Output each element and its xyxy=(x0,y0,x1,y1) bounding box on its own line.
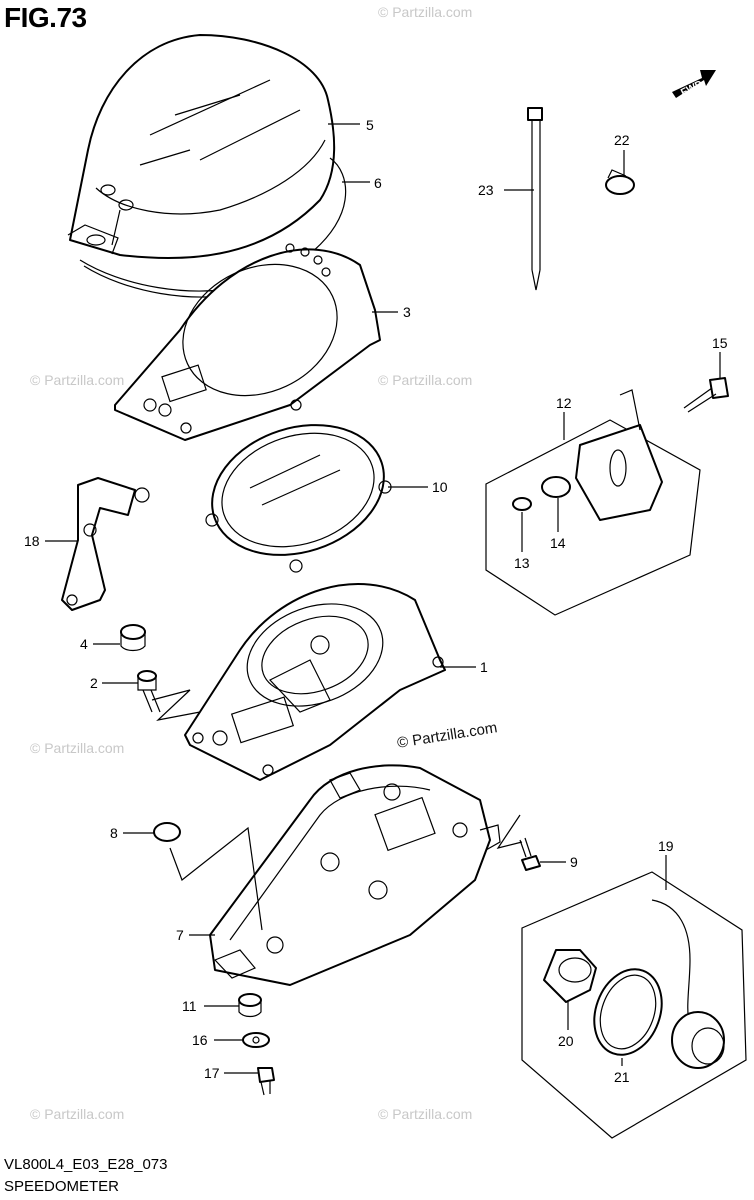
part-12-group-box xyxy=(485,389,701,616)
callout-18: 18 xyxy=(24,533,40,549)
callout-20: 20 xyxy=(558,1033,574,1049)
callout-17: 17 xyxy=(204,1065,220,1081)
drawing-title: SPEEDOMETER xyxy=(4,1178,120,1195)
part-16-washer xyxy=(242,1032,270,1048)
callout-5: 5 xyxy=(366,117,374,133)
part-22-clamp xyxy=(605,169,635,195)
callout-22: 22 xyxy=(614,132,630,148)
part-1-speedometer-assembly xyxy=(184,583,446,781)
part-7-meter-case-lower xyxy=(209,764,501,986)
callout-9: 9 xyxy=(570,854,578,870)
part-8-plug xyxy=(153,822,181,842)
callout-3: 3 xyxy=(403,304,411,320)
watermark: © Partzilla.com xyxy=(30,1106,125,1122)
figure-title: FIG.73 xyxy=(4,2,87,33)
callout-8: 8 xyxy=(110,825,118,841)
callout-16: 16 xyxy=(192,1032,208,1048)
callout-15: 15 xyxy=(712,335,728,351)
part-5-meter-case-upper xyxy=(67,34,336,260)
part-11-cushion xyxy=(238,993,262,1018)
callout-21: 21 xyxy=(614,1069,630,1085)
drawing-code: VL800L4_E03_E28_073 xyxy=(4,1156,168,1173)
fwd-arrow-icon: FWD xyxy=(672,70,716,99)
watermark: © Partzilla.com xyxy=(30,372,125,388)
part-4-grommet xyxy=(120,624,146,652)
part-10-lens xyxy=(205,424,392,573)
callout-7: 7 xyxy=(176,927,184,943)
callout-4: 4 xyxy=(80,636,88,652)
callout-1: 1 xyxy=(480,659,488,675)
part-17-screw xyxy=(257,1067,275,1096)
fwd-label: FWD xyxy=(679,79,704,99)
callout-13: 13 xyxy=(514,555,530,571)
watermark: © Partzilla.com xyxy=(378,372,473,388)
callout-leaders xyxy=(45,123,721,1074)
watermark: © Partzilla.com xyxy=(378,1106,473,1122)
part-19-group-box xyxy=(521,871,747,1139)
callout-11: 11 xyxy=(182,998,197,1014)
callout-12: 12 xyxy=(556,395,572,411)
watermark: © Partzilla.com xyxy=(378,4,473,20)
callout-2: 2 xyxy=(90,675,98,691)
part-18-bracket xyxy=(61,477,150,611)
part-15-bolt xyxy=(683,377,729,413)
callout-6: 6 xyxy=(374,175,382,191)
watermark: © Partzilla.com xyxy=(30,740,125,756)
part-23-cable-tie xyxy=(527,107,543,291)
part-2-collar xyxy=(137,670,161,713)
callout-23: 23 xyxy=(478,182,494,198)
part-9-screw xyxy=(519,837,541,871)
callout-10: 10 xyxy=(432,479,448,495)
callout-14: 14 xyxy=(550,535,566,551)
callout-19: 19 xyxy=(658,838,674,854)
part-3-bezel xyxy=(114,243,381,441)
